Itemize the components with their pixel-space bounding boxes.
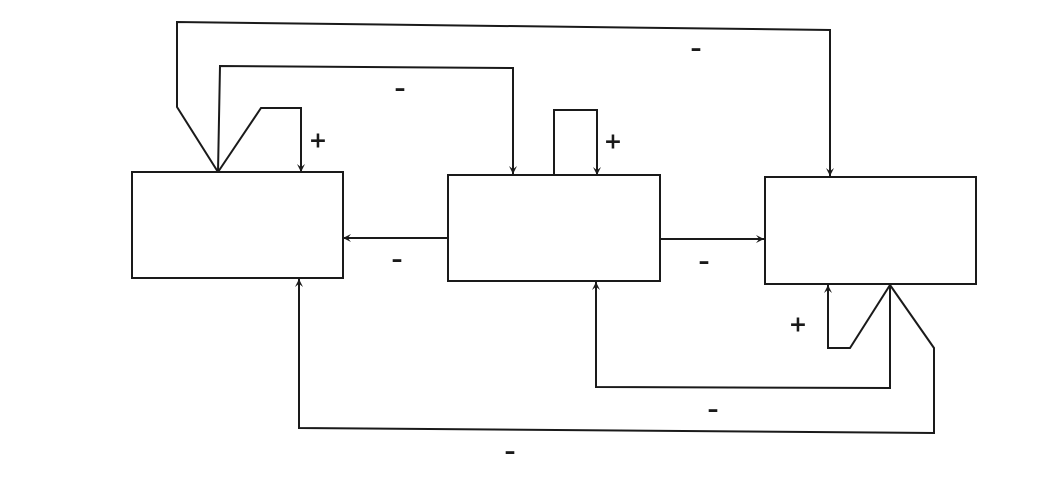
sign-middle-to-left: – bbox=[392, 248, 403, 273]
edge-right-to-left-bottom-loop bbox=[295, 279, 935, 435]
box-right bbox=[764, 176, 977, 285]
edge-left-to-right-top-loop bbox=[176, 20, 834, 176]
sign-middle-to-right: – bbox=[699, 250, 710, 275]
sign-middle-self-loop: + bbox=[604, 130, 622, 155]
box-left bbox=[131, 171, 344, 279]
edge-right-self-loop bbox=[824, 284, 891, 349]
edge-middle-self-loop bbox=[553, 109, 601, 175]
sign-left-to-middle-top-loop: – bbox=[395, 77, 406, 102]
sign-right-to-left-bottom-loop: – bbox=[505, 440, 516, 465]
sign-right-self-loop: + bbox=[789, 313, 807, 338]
sign-left-to-right-top-loop: – bbox=[691, 37, 702, 62]
edge-left-to-middle-top-loop bbox=[217, 64, 517, 174]
edge-right-to-middle-bottom-loop bbox=[592, 282, 891, 390]
edge-left-self-loop bbox=[217, 107, 305, 173]
sign-right-to-middle-bottom-loop: – bbox=[708, 398, 719, 423]
sign-left-self-loop: + bbox=[309, 129, 327, 154]
box-middle bbox=[447, 174, 661, 282]
